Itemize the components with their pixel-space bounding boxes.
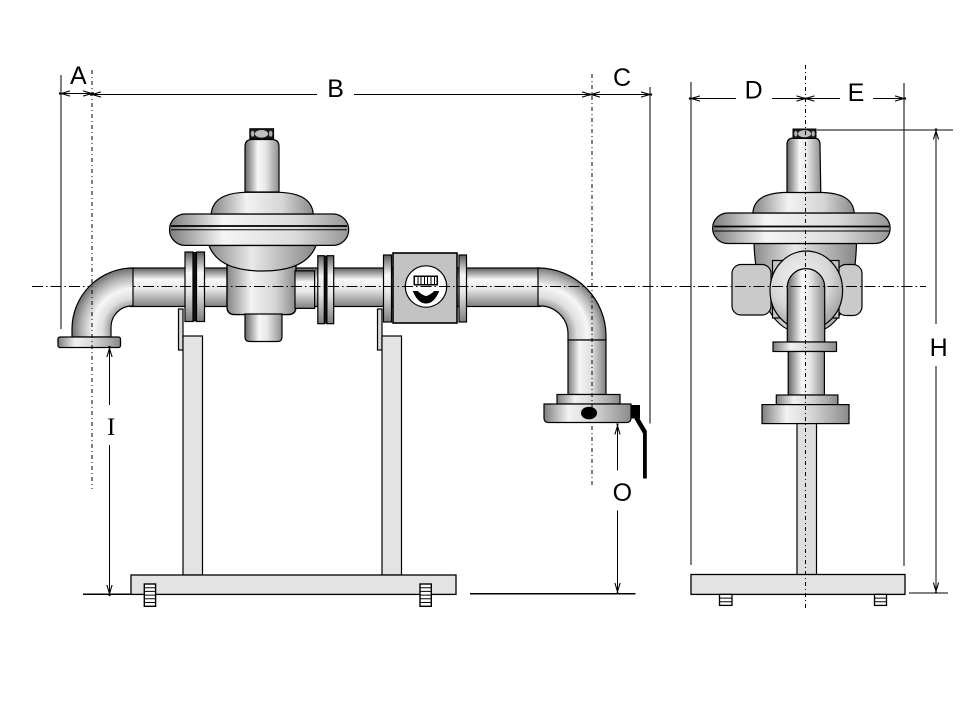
svg-text:O: O: [613, 479, 632, 507]
svg-text:B: B: [327, 75, 344, 103]
svg-text:D: D: [745, 77, 763, 105]
svg-text:C: C: [613, 64, 631, 92]
svg-text:A: A: [70, 62, 87, 90]
svg-text:E: E: [848, 79, 865, 107]
svg-text:I: I: [107, 414, 115, 441]
svg-text:H: H: [930, 334, 948, 362]
